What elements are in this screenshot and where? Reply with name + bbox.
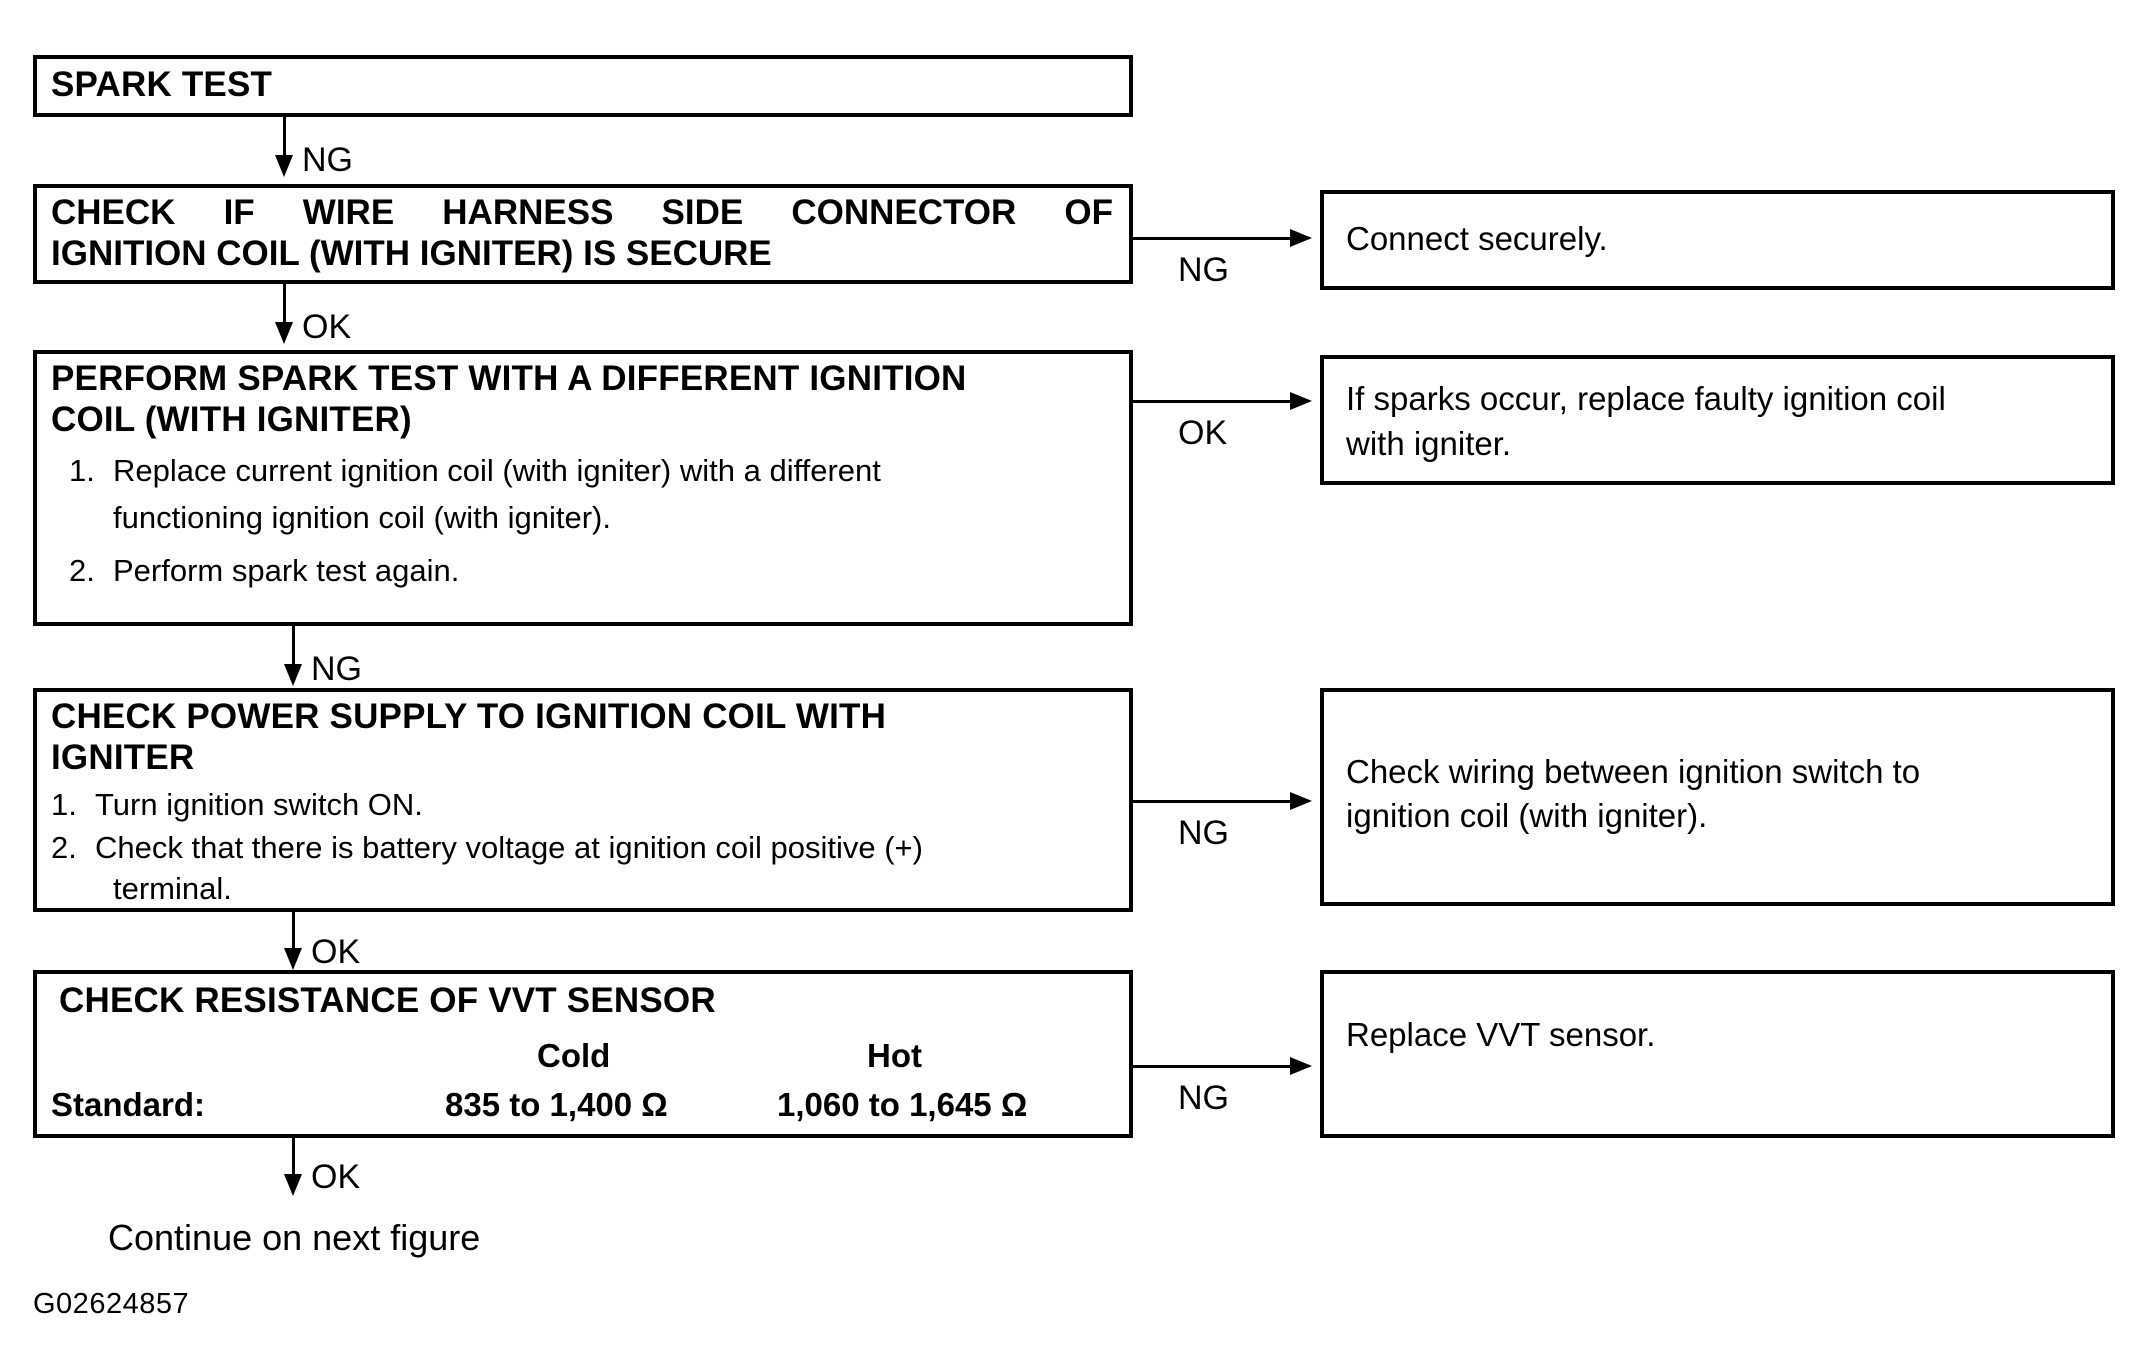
branch-label-3: NG bbox=[1178, 814, 1229, 852]
action-box-connect-securely: Connect securely. bbox=[1320, 190, 2115, 290]
action-box-check-wiring: Check wiring between ignition switch to … bbox=[1320, 688, 2115, 906]
list-item: 2. Perform spark test again. bbox=[69, 551, 1129, 590]
connector-line-3 bbox=[292, 626, 295, 671]
spec-column-header-hot: Hot bbox=[867, 1037, 922, 1074]
branch-line-1 bbox=[1133, 237, 1293, 240]
connector-line-4 bbox=[292, 912, 295, 954]
list-item: terminal. bbox=[51, 869, 1129, 908]
list-item-text: Turn ignition switch ON. bbox=[95, 786, 423, 822]
connector-label-5: OK bbox=[311, 1158, 361, 1196]
list-item-number: 2. bbox=[69, 552, 95, 588]
step-title-spark-test: SPARK TEST bbox=[51, 65, 273, 104]
list-item-number: 1. bbox=[51, 786, 77, 822]
action-text-check-wiring: Check wiring between ignition switch to … bbox=[1346, 753, 1921, 834]
step-title-perform-spark-test: PERFORM SPARK TEST WITH A DIFFERENT IGNI… bbox=[51, 359, 967, 440]
connector-line-5 bbox=[292, 1138, 295, 1180]
connector-arrow-3 bbox=[284, 664, 302, 686]
connector-label-4: OK bbox=[311, 933, 361, 971]
step-title-check-power-supply: CHECK POWER SUPPLY TO IGNITION COIL WITH… bbox=[51, 697, 887, 778]
list-item: 2. Check that there is battery voltage a… bbox=[51, 828, 1129, 867]
branch-line-4 bbox=[1133, 1065, 1293, 1068]
branch-arrow-3 bbox=[1290, 792, 1312, 810]
step-items-perform-spark-test: 1. Replace current ignition coil (with i… bbox=[69, 451, 1129, 590]
step-items-check-power-supply: 1. Turn ignition switch ON. 2. Check tha… bbox=[51, 785, 1129, 908]
connector-arrow-2 bbox=[275, 322, 293, 344]
step-box-spark-test: SPARK TEST bbox=[33, 55, 1133, 117]
step-title-line-1: CHECK IF WIRE HARNESS SIDE CONNECTOR OF bbox=[51, 193, 1113, 232]
action-text-replace-coil: If sparks occur, replace faulty ignition… bbox=[1346, 380, 1946, 462]
connector-line-2 bbox=[283, 284, 286, 329]
list-item-text: functioning ignition coil (with igniter)… bbox=[113, 499, 611, 535]
step-title-check-connector: CHECK IF WIRE HARNESS SIDE CONNECTOR OF … bbox=[37, 188, 1129, 275]
connector-line-1 bbox=[283, 117, 286, 162]
spec-value-cold: 835 to 1,400 Ω bbox=[445, 1086, 668, 1123]
list-item: 1. Replace current ignition coil (with i… bbox=[69, 451, 1129, 490]
connector-arrow-5 bbox=[284, 1174, 302, 1196]
list-item-number: 2. bbox=[51, 829, 77, 865]
step-title-check-resistance: CHECK RESISTANCE OF VVT SENSOR bbox=[59, 981, 716, 1020]
action-box-replace-vvt: Replace VVT sensor. bbox=[1320, 970, 2115, 1138]
spec-value-hot: 1,060 to 1,645 Ω bbox=[777, 1086, 1028, 1123]
step-title-line-2: IGNITION COIL (WITH IGNITER) IS SECURE bbox=[51, 234, 772, 274]
action-text-replace-vvt: Replace VVT sensor. bbox=[1346, 1016, 1656, 1053]
figure-id: G02624857 bbox=[33, 1288, 190, 1320]
list-item-text: Replace current ignition coil (with igni… bbox=[113, 452, 881, 488]
branch-arrow-4 bbox=[1290, 1057, 1312, 1075]
step-box-check-power-supply: CHECK POWER SUPPLY TO IGNITION COIL WITH… bbox=[33, 688, 1133, 912]
step-box-check-resistance: CHECK RESISTANCE OF VVT SENSOR Cold Hot … bbox=[33, 970, 1133, 1138]
connector-arrow-1 bbox=[275, 155, 293, 177]
branch-line-2 bbox=[1133, 400, 1293, 403]
connector-arrow-4 bbox=[284, 948, 302, 970]
branch-arrow-2 bbox=[1290, 392, 1312, 410]
continue-note: Continue on next figure bbox=[108, 1217, 481, 1258]
list-item: functioning ignition coil (with igniter)… bbox=[69, 498, 1129, 537]
step-box-perform-spark-test: PERFORM SPARK TEST WITH A DIFFERENT IGNI… bbox=[33, 350, 1133, 626]
connector-label-1: NG bbox=[302, 141, 353, 179]
branch-label-4: NG bbox=[1178, 1079, 1229, 1117]
list-item-text: terminal. bbox=[113, 870, 232, 906]
action-box-replace-coil: If sparks occur, replace faulty ignition… bbox=[1320, 355, 2115, 485]
list-item: 1. Turn ignition switch ON. bbox=[51, 785, 1129, 824]
connector-label-2: OK bbox=[302, 308, 352, 346]
branch-arrow-1 bbox=[1290, 229, 1312, 247]
spec-column-header-cold: Cold bbox=[537, 1037, 611, 1074]
step-box-check-connector: CHECK IF WIRE HARNESS SIDE CONNECTOR OF … bbox=[33, 184, 1133, 284]
list-item-text: Check that there is battery voltage at i… bbox=[95, 829, 923, 865]
list-item-text: Perform spark test again. bbox=[113, 552, 460, 588]
connector-label-3: NG bbox=[311, 650, 362, 688]
spec-label: Standard: bbox=[51, 1086, 206, 1123]
action-text-connect-securely: Connect securely. bbox=[1346, 220, 1608, 257]
branch-label-1: NG bbox=[1178, 251, 1229, 289]
branch-line-3 bbox=[1133, 800, 1293, 803]
branch-label-2: OK bbox=[1178, 414, 1228, 452]
list-item-number: 1. bbox=[69, 452, 95, 488]
